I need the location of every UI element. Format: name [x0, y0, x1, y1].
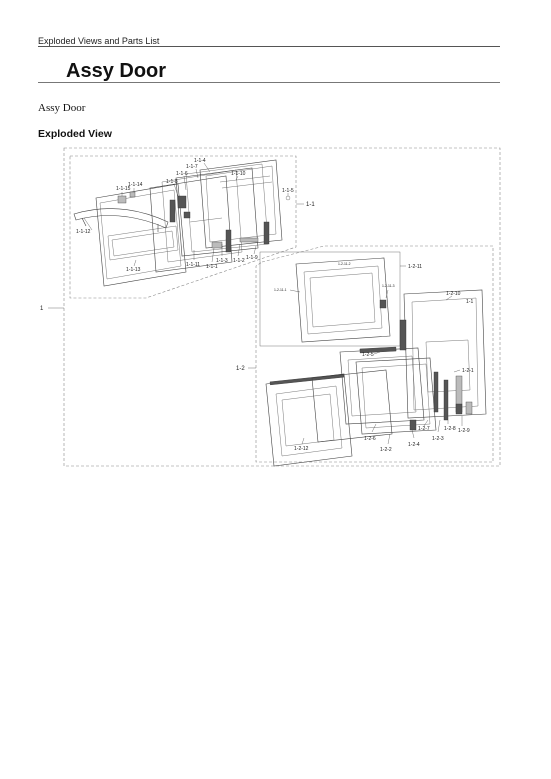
- label-1-1-6: 1-1-6: [176, 171, 188, 177]
- label-1-2-8: 1-2-8: [444, 426, 456, 432]
- label-1-1-12: 1-1-12: [76, 229, 91, 235]
- parts-1-1: [73, 159, 291, 287]
- label-1-2-4: 1-2-4: [408, 442, 420, 448]
- label-1-1-8: 1-1-8: [166, 179, 178, 185]
- labels-1-2: 1-2-11 1-2-11-1 1-2-11-2 1-2-11-3 1-2-10…: [236, 262, 474, 453]
- label-1-2: 1-2: [236, 366, 245, 372]
- outer-frame: [63, 147, 501, 467]
- door-rear-liner: [403, 289, 487, 419]
- title-rule: [38, 82, 500, 83]
- label-1-1-7: 1-1-7: [186, 164, 198, 170]
- label-1-1-2: 1-1-2: [233, 258, 245, 264]
- label-1-1-1: 1-1-1: [206, 264, 218, 270]
- label-1-2-3: 1-2-3: [432, 436, 444, 442]
- label-1-1-13: 1-1-13: [126, 267, 141, 273]
- label-1-1-10: 1-1-10: [231, 171, 246, 177]
- frame-1-2-11: [295, 257, 391, 343]
- section-heading: Exploded View: [38, 128, 112, 140]
- label-1-1-11: 1-1-11: [186, 262, 200, 268]
- hinge-bracket: [169, 199, 176, 223]
- label-1-1-near-1-2-10: 1-1: [466, 299, 473, 305]
- door-front-panel: [95, 183, 187, 287]
- header-rule: [38, 46, 500, 47]
- door-window: [107, 225, 179, 261]
- label-1-2-7: 1-2-7: [418, 426, 430, 432]
- label-1-1-9: 1-1-9: [246, 255, 258, 261]
- label-1-1-15: 1-1-15: [116, 186, 131, 192]
- zone-1-1: [69, 155, 297, 299]
- inner-frame: [175, 167, 259, 257]
- label-1-1-14: 1-1-14: [128, 182, 143, 188]
- label-1-2-1: 1-2-1: [462, 368, 474, 374]
- label-1-2-11-2: 1-2-11-2: [338, 262, 351, 266]
- label-1-2-12: 1-2-12: [294, 446, 309, 452]
- subtitle: Assy Door: [38, 102, 86, 114]
- door-middle-glass: [311, 369, 393, 443]
- zone-1-2: [255, 245, 494, 463]
- label-1-1-3: 1-1-3: [216, 258, 228, 264]
- label-1-2-11-1: 1-2-11-1: [274, 288, 287, 292]
- label-1-1: 1-1: [306, 202, 315, 208]
- label-1-2-11: 1-2-11: [408, 264, 422, 270]
- label-1-1-4: 1-1-4: [194, 158, 206, 164]
- door-front-inner: [99, 189, 182, 280]
- page-title: Assy Door: [66, 60, 167, 82]
- door-glass-frame: [339, 347, 425, 425]
- inner-glass-2: [161, 169, 243, 263]
- parts-1-2: [265, 257, 487, 467]
- label-1-2-9: 1-2-9: [458, 428, 470, 434]
- door-liner: [199, 159, 283, 249]
- door-inner-glass: [355, 357, 437, 435]
- door-handle: [73, 208, 169, 229]
- label-1: 1: [40, 306, 44, 312]
- label-1-2-2: 1-2-2: [380, 447, 392, 453]
- label-1-2-5: 1-2-5: [362, 352, 374, 358]
- labels-1-1: 1-1-4 1-1-7 1-1-6 1-1-10 1-1-8 1-1-14 1-…: [76, 158, 315, 273]
- running-header: Exploded Views and Parts List: [38, 36, 160, 46]
- label-1-1-5: 1-1-5: [282, 188, 294, 194]
- inset-1-2-11: [259, 251, 401, 347]
- label-1-2-11-3: 1-2-11-3: [382, 284, 395, 288]
- label-1-2-10: 1-2-10: [446, 291, 461, 297]
- label-1-2-6: 1-2-6: [364, 436, 376, 442]
